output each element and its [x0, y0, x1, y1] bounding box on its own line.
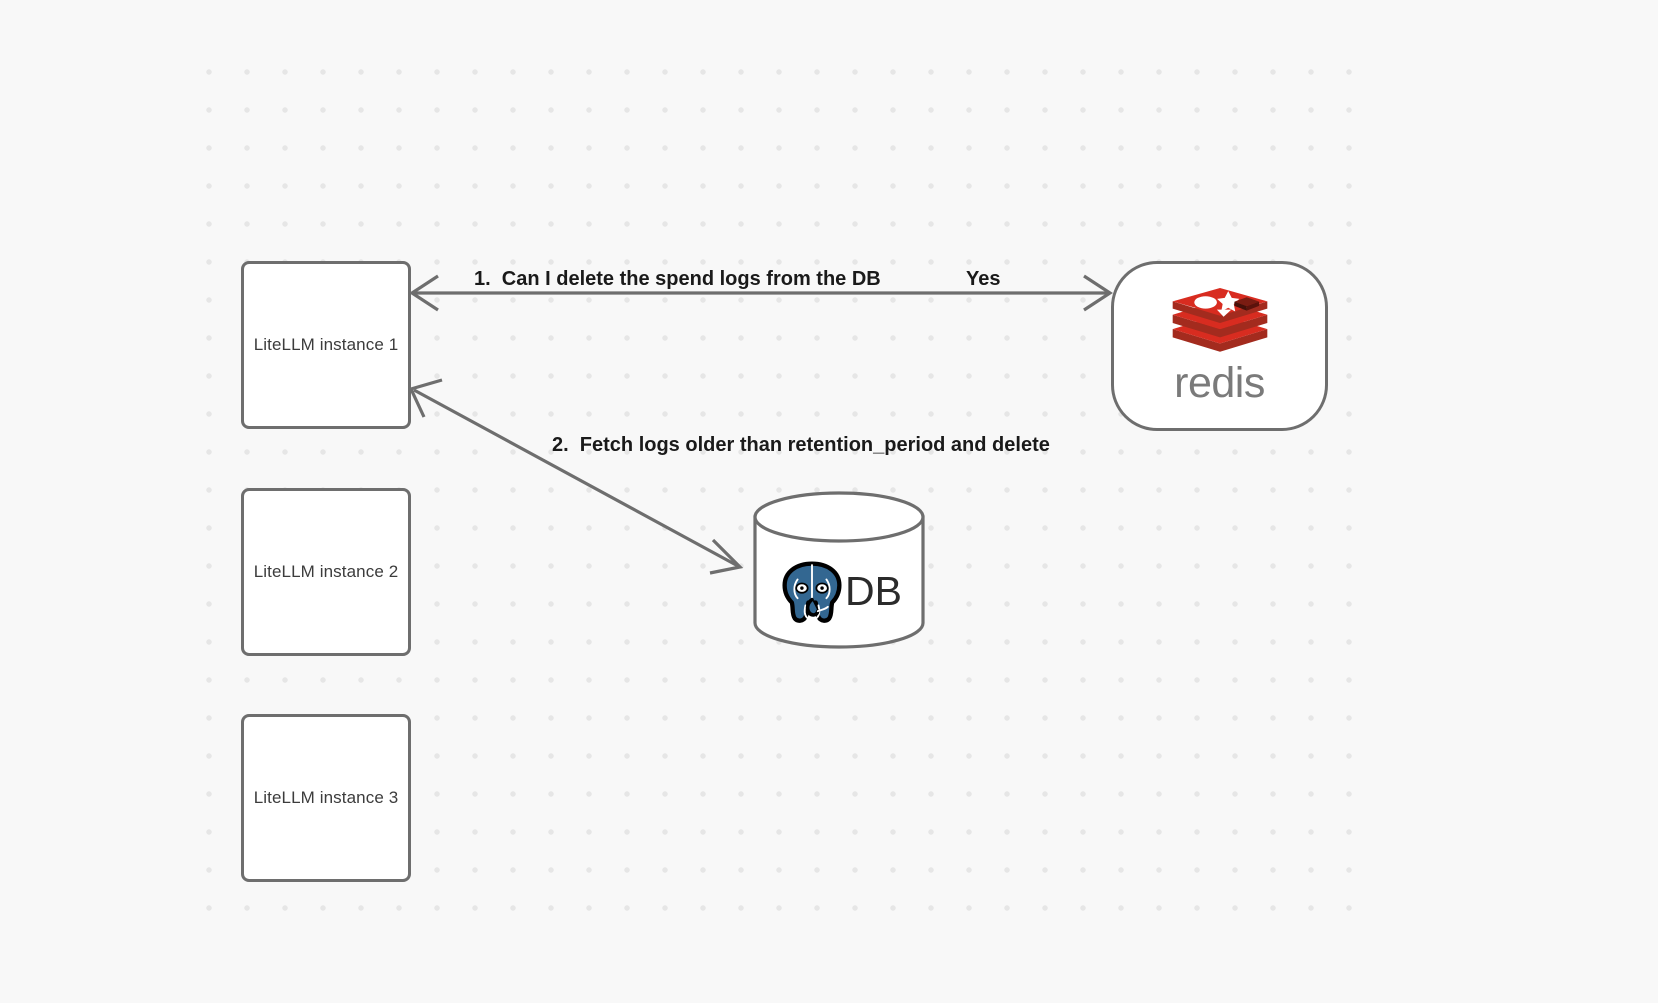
- redis-stack-logo-icon: [1172, 287, 1267, 352]
- node-litellm-instance-3[interactable]: LiteLLM instance 3: [241, 714, 411, 882]
- edge-label-step-2: 2. Fetch logs older than retention_perio…: [552, 434, 1050, 456]
- node-database[interactable]: DB: [752, 491, 926, 649]
- node-litellm-instance-2[interactable]: LiteLLM instance 2: [241, 488, 411, 656]
- node-litellm-instance-2-label: LiteLLM instance 2: [253, 562, 399, 581]
- postgresql-elephant-icon: [782, 561, 842, 623]
- database-label: DB: [845, 567, 902, 614]
- edge-label-step-1-response: Yes: [966, 268, 1001, 290]
- edge-label-step-1: 1. Can I delete the spend logs from the …: [474, 268, 881, 290]
- node-litellm-instance-1[interactable]: LiteLLM instance 1: [241, 261, 411, 429]
- node-redis[interactable]: redis: [1111, 261, 1328, 431]
- node-litellm-instance-1-label: LiteLLM instance 1: [253, 335, 399, 354]
- redis-wordmark-label: redis: [1174, 358, 1265, 407]
- node-litellm-instance-3-label: LiteLLM instance 3: [253, 788, 399, 807]
- edge-litellm1-db: [408, 378, 744, 575]
